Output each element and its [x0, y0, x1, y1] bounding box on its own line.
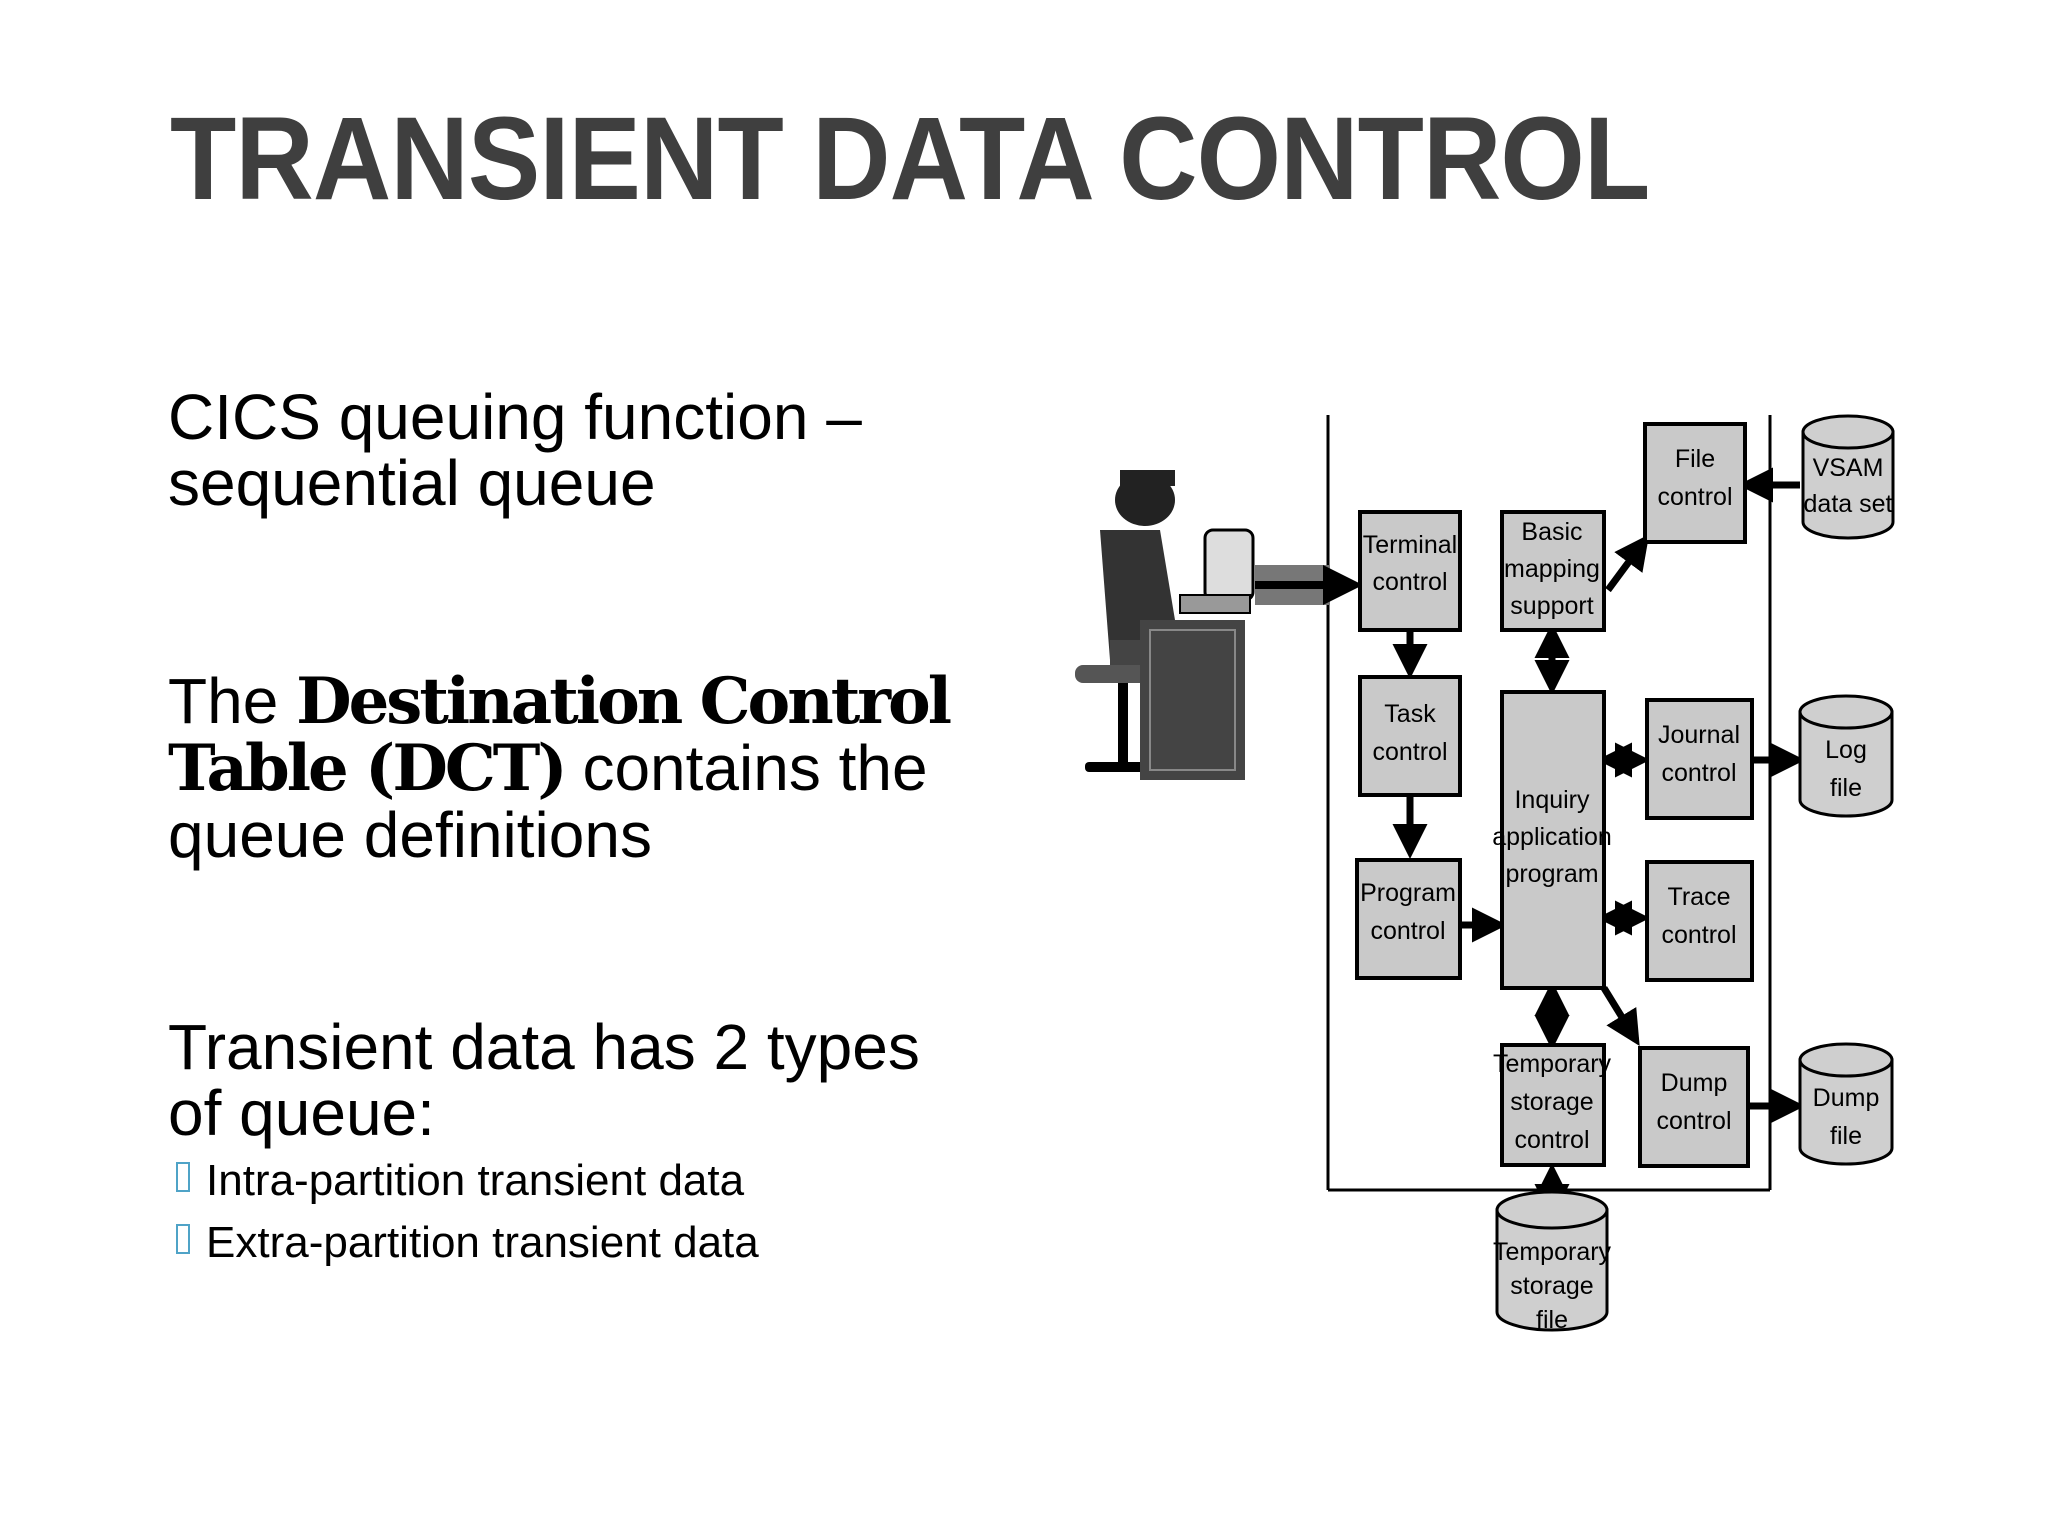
cylinder-label: Dump [1813, 1084, 1880, 1112]
cylinder-label: storage [1510, 1272, 1593, 1300]
box-label: Basic [1521, 518, 1582, 546]
cylinder-label: file [1830, 1122, 1862, 1150]
cylinder-label: VSAM [1813, 454, 1884, 482]
temporary-storage-control-box: Temporary storage control [1493, 1043, 1612, 1167]
bullet-icon [176, 1162, 190, 1192]
list-item: Extra-partition transient data [176, 1212, 759, 1274]
paragraph-text: contains the [564, 732, 928, 804]
box-label: control [1372, 738, 1447, 766]
vsam-data-set-cylinder: VSAM data set [1801, 414, 1895, 540]
box-label: storage [1510, 1088, 1593, 1116]
list-item-label: Extra-partition transient data [206, 1218, 759, 1267]
box-label: Trace [1668, 883, 1731, 911]
terminal-operator-icon [1075, 470, 1330, 780]
log-file-cylinder: Log file [1798, 694, 1894, 818]
temporary-storage-file-cylinder: Temporary storage file [1493, 1190, 1612, 1334]
box-label: mapping [1504, 555, 1600, 583]
box-label: File [1675, 445, 1715, 473]
slide-title: TRANSIENT DATA CONTROL [170, 93, 1650, 225]
box-label: Inquiry [1514, 786, 1590, 814]
box-label: control [1372, 568, 1447, 596]
box-label: control [1370, 917, 1445, 945]
file-control-box: File control [1643, 422, 1747, 544]
paragraph-queue-types: Transient data has 2 types of queue: [168, 1014, 1028, 1146]
box-label: control [1656, 1107, 1731, 1135]
paragraph-line: Transient data has 2 types [168, 1011, 920, 1083]
box-label: Task [1384, 700, 1436, 728]
box-label: control [1661, 921, 1736, 949]
cics-architecture-diagram: Terminal control Basic mapping support F… [1075, 414, 1895, 1334]
basic-mapping-support-box: Basic mapping support [1500, 510, 1606, 632]
bullet-icon [176, 1224, 190, 1254]
list-item: Intra-partition transient data [176, 1150, 759, 1212]
paragraph-text: The [168, 665, 297, 737]
box-label: control [1661, 759, 1736, 787]
paragraph-line: CICS queuing function – [168, 381, 862, 453]
cylinder-label: file [1536, 1306, 1568, 1334]
dct-emphasis: Table (DCT) [168, 731, 568, 806]
trace-control-box: Trace control [1645, 860, 1754, 982]
box-label: Journal [1658, 721, 1740, 749]
box-label: support [1510, 592, 1593, 620]
cylinder-label: Log [1825, 736, 1867, 764]
box-label: control [1514, 1126, 1589, 1154]
box-label: Program [1360, 879, 1456, 907]
paragraph-line: queue definitions [168, 799, 652, 871]
cylinder-label: file [1830, 774, 1862, 802]
queue-type-list: Intra-partition transient data Extra-par… [176, 1150, 759, 1274]
dct-emphasis: Destination Control [296, 664, 952, 739]
box-label: Terminal [1363, 531, 1457, 559]
inquiry-application-program-box: Inquiry application program [1492, 690, 1612, 990]
paragraph-line: sequential queue [168, 447, 656, 519]
box-label: application [1492, 823, 1612, 851]
paragraph-dct: The Destination Control Table (DCT) cont… [168, 668, 1028, 868]
cylinder-label: data set [1804, 490, 1893, 518]
box-label: Dump [1661, 1069, 1728, 1097]
journal-control-box: Journal control [1645, 698, 1754, 820]
paragraph-queuing-function: CICS queuing function – sequential queue [168, 384, 1028, 516]
box-label: Temporary [1493, 1050, 1612, 1078]
dump-file-cylinder: Dump file [1798, 1042, 1894, 1166]
dump-control-box: Dump control [1638, 1046, 1750, 1168]
task-control-box: Task control [1358, 675, 1462, 797]
cylinder-label: Temporary [1493, 1238, 1612, 1266]
list-item-label: Intra-partition transient data [206, 1156, 745, 1205]
paragraph-line: of queue: [168, 1077, 435, 1149]
box-label: program [1505, 860, 1598, 888]
program-control-box: Program control [1355, 858, 1462, 980]
box-label: control [1657, 483, 1732, 511]
terminal-control-box: Terminal control [1358, 510, 1462, 632]
